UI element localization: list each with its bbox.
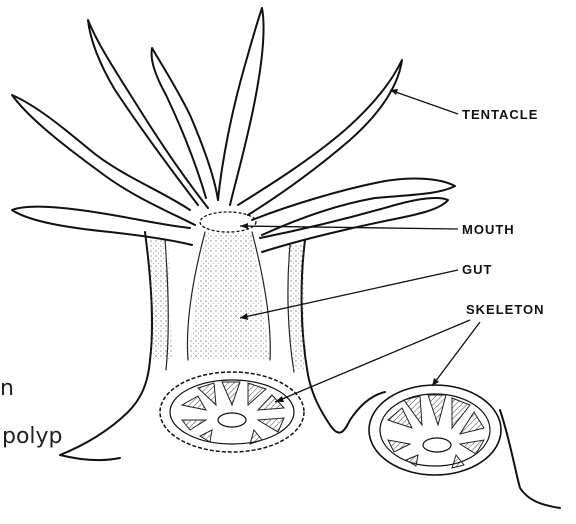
tentacle-right-upper	[238, 60, 402, 215]
stipple-left	[150, 240, 172, 360]
tentacle-left-lower	[12, 207, 192, 245]
leader-gut	[240, 270, 458, 318]
skeleton-right	[369, 385, 501, 475]
skeleton-left	[160, 372, 304, 452]
label-skeleton: SKELETON	[466, 302, 545, 317]
tentacles	[12, 8, 455, 252]
body-column-left	[60, 232, 152, 455]
margin-text-polyp: polyp	[2, 424, 63, 449]
right-rock-line	[500, 410, 560, 508]
tentacle-left-upper	[12, 95, 195, 225]
base-line	[60, 455, 120, 460]
leader-lines	[240, 89, 480, 402]
label-mouth: MOUTH	[462, 222, 515, 237]
body-column-right	[302, 240, 350, 433]
arrow-mouth	[240, 223, 248, 229]
label-gut: GUT	[462, 262, 492, 277]
margin-text-n: n	[0, 376, 14, 401]
tentacle-center	[218, 8, 264, 205]
leader-skeleton-right	[432, 322, 480, 386]
label-tentacle: TENTACLE	[462, 107, 538, 122]
leader-tentacle	[390, 90, 458, 114]
